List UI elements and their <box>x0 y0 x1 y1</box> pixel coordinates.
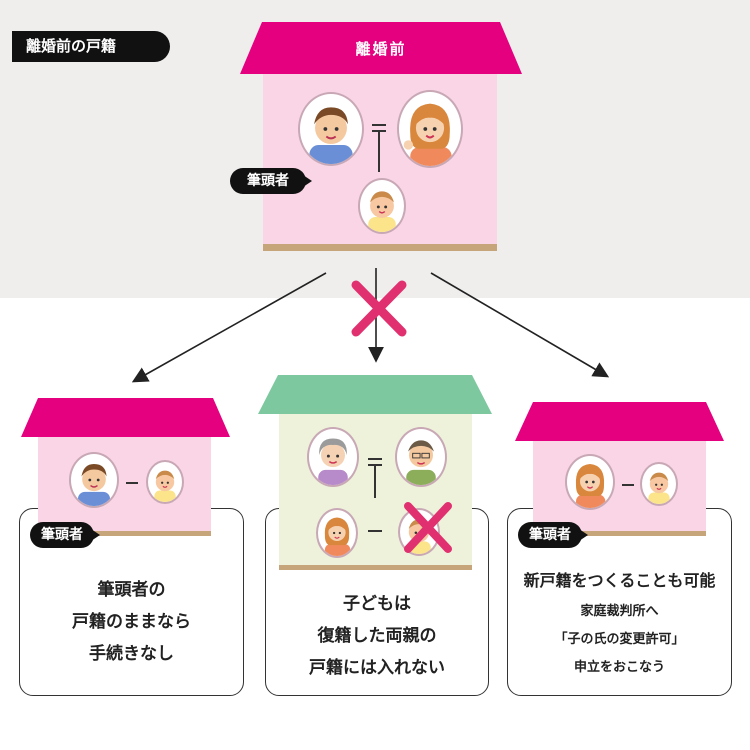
left-box-text: 筆頭者の 戸籍のままなら 手続きなし <box>19 574 244 670</box>
middle-line-1: 子どもは <box>343 594 411 614</box>
father-face-icon <box>298 92 364 166</box>
right-line-1: 家庭裁判所へ <box>580 604 659 619</box>
section-tag: 離婚前の戸籍 <box>12 31 170 62</box>
child-face-icon <box>146 460 184 504</box>
top-house-roof-label: 離婚前 <box>355 40 407 58</box>
mother-face-icon <box>565 454 615 510</box>
mother-face-icon <box>397 90 463 168</box>
right-box-text: 家庭裁判所へ 「子の氏の変更許可」 申立をおこなう <box>507 598 732 682</box>
right-house-badge: 筆頭者 <box>518 522 588 548</box>
middle-line-3: 戸籍には入れない <box>309 658 445 678</box>
right-line-2: 「子の氏の変更許可」 <box>554 632 685 647</box>
middle-box-text: 子どもは 復籍した両親の 戸籍には入れない <box>265 588 489 684</box>
right-line-3: 申立をおこなう <box>573 660 665 675</box>
left-house-floor <box>38 531 211 536</box>
child-face-icon <box>358 178 406 234</box>
child-face-icon <box>398 508 440 556</box>
right-house-wall <box>533 441 706 532</box>
left-line-1: 筆頭者の <box>97 580 166 600</box>
left-house-wall <box>38 437 211 532</box>
middle-house-floor <box>279 565 472 570</box>
mother-face-icon <box>316 508 358 558</box>
left-line-2: 戸籍のままなら <box>72 612 191 632</box>
right-house-floor <box>533 531 706 536</box>
top-house-floor <box>263 244 497 251</box>
top-house-badge: 筆頭者 <box>230 168 312 194</box>
father-face-icon <box>69 452 119 508</box>
left-house-badge: 筆頭者 <box>30 522 100 548</box>
right-box-headline: 新戸籍をつくることも可能 <box>523 571 716 590</box>
left-line-3: 手続きなし <box>89 644 174 664</box>
middle-line-2: 復籍した両親の <box>317 626 437 646</box>
grandmother-face-icon <box>307 427 359 487</box>
child-face-icon <box>640 462 678 506</box>
grandfather-face-icon <box>395 427 447 487</box>
